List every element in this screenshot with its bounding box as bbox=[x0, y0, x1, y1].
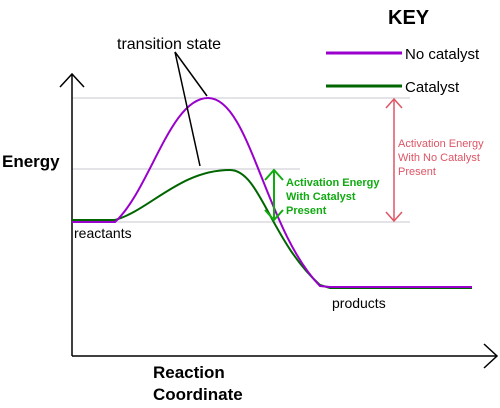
key-no-catalyst-label: No catalyst bbox=[405, 46, 480, 63]
y-axis-label: Energy bbox=[2, 152, 60, 171]
ea-no-catalyst-label-line3: Present bbox=[398, 166, 436, 178]
key-title: KEY bbox=[388, 7, 430, 29]
key-catalyst-label: Catalyst bbox=[405, 79, 460, 96]
ea-catalyst-label-line3: Present bbox=[286, 205, 327, 217]
x-axis-label-line2: Coordinate bbox=[153, 385, 243, 404]
ea-no-catalyst-label-line1: Activation Energy bbox=[398, 138, 484, 150]
products-label: products bbox=[332, 295, 386, 311]
ea-no-catalyst-arrow bbox=[385, 97, 403, 223]
ea-catalyst-label-line2: With Catalyst bbox=[286, 191, 356, 203]
transition-state-label: transition state bbox=[117, 36, 221, 53]
x-axis-label-line1: Reaction bbox=[153, 363, 225, 382]
ts-pointer-right bbox=[174, 51, 201, 167]
ts-pointer-left bbox=[174, 51, 208, 97]
reactants-label: reactants bbox=[74, 225, 132, 241]
ea-catalyst-arrow bbox=[264, 168, 284, 222]
no-catalyst-curve bbox=[72, 96, 472, 288]
ea-no-catalyst-label-line2: With No Catalyst bbox=[398, 152, 480, 164]
catalyst-curve bbox=[72, 168, 472, 289]
x-axis-arrow bbox=[483, 343, 499, 369]
ea-catalyst-label-line1: Activation Energy bbox=[286, 177, 380, 189]
